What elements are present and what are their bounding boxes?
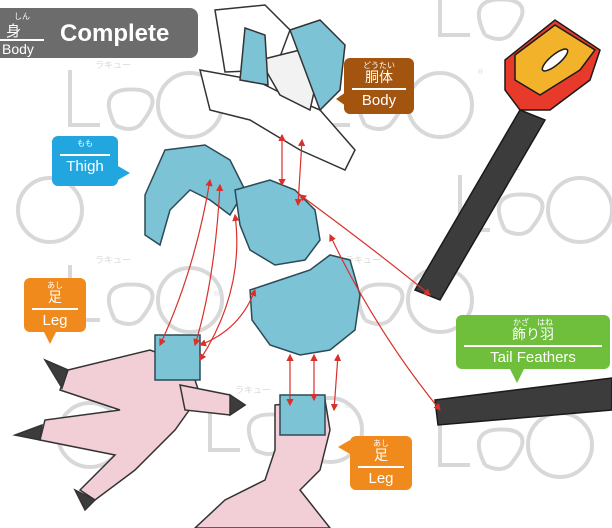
label-english: Thigh — [52, 158, 118, 176]
label-divider — [60, 154, 110, 156]
header-kanji: 身 — [6, 20, 21, 41]
header-title: Complete — [60, 20, 169, 48]
label-leg-left: あし 足 Leg — [24, 278, 86, 332]
arrow — [200, 215, 237, 360]
label-divider — [464, 345, 602, 347]
arrow — [300, 195, 430, 295]
label-pointer — [338, 440, 350, 454]
label-english: Body — [344, 92, 414, 110]
label-japanese: 胴体 — [344, 70, 414, 85]
label-ruby: もも — [52, 139, 118, 148]
label-thigh: もも もも Thigh — [52, 136, 118, 186]
arrow — [160, 180, 210, 345]
label-english: Leg — [24, 312, 86, 330]
label-english: Tail Feathers — [456, 349, 610, 367]
label-japanese: 飾り羽 — [456, 327, 610, 342]
header-english: Body — [2, 41, 34, 57]
arrow — [330, 235, 440, 410]
label-divider — [352, 88, 406, 90]
label-pointer — [44, 332, 56, 344]
label-leg-right: あし 足 Leg — [350, 436, 412, 490]
label-japanese: 足 — [24, 290, 86, 305]
label-pointer — [336, 92, 346, 106]
label-japanese: 足 — [350, 448, 412, 463]
label-english: Leg — [350, 470, 412, 488]
arrow — [195, 185, 220, 345]
label-divider — [32, 308, 78, 310]
header-badge: しん 身 Body Complete — [0, 8, 198, 58]
label-tail-feathers: かざ はね 飾り羽 Tail Feathers — [456, 315, 610, 369]
label-pointer — [510, 369, 524, 383]
label-divider — [358, 466, 404, 468]
label-pointer — [118, 166, 130, 180]
arrow — [200, 290, 255, 345]
arrow — [334, 355, 338, 410]
label-body: どうたい 胴体 Body — [344, 58, 414, 114]
